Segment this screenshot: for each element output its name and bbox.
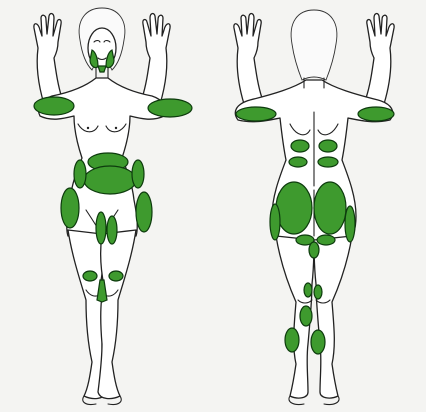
zone-back-love-handle-right [318, 157, 338, 167]
zone-front-flank-left [74, 160, 86, 188]
zone-back-calf-left [300, 306, 312, 326]
back-hair [291, 10, 337, 80]
zone-back-lower-back-left [291, 140, 309, 152]
zone-back-outer-thigh-left [270, 204, 280, 240]
zone-back-posterior-knee [309, 242, 319, 258]
back-right-arm [356, 14, 394, 104]
zone-front-inner-thigh-right [107, 216, 117, 244]
zone-front-upper-arm-right [148, 99, 192, 117]
zone-back-calf-upper-left [304, 283, 312, 297]
zone-back-banana-roll-right [317, 235, 335, 245]
zone-back-outer-thigh-right [345, 206, 355, 242]
zone-back-upper-arm-right [358, 107, 394, 121]
zone-back-calf-right [311, 330, 325, 354]
back-right-leg [314, 236, 352, 398]
front-left-arm [34, 14, 72, 104]
zone-back-calf-upper-right [314, 285, 322, 299]
back-left-arm [234, 14, 272, 104]
zone-front-knee-left [83, 271, 97, 281]
zone-front-abdomen [84, 166, 136, 194]
zone-front-inner-thigh-left [96, 212, 106, 244]
zone-back-calf-lower-left [285, 328, 299, 352]
zone-front-flank-right [132, 160, 144, 188]
front-right-leg [98, 230, 136, 399]
zone-back-buttock-left [276, 182, 312, 234]
front-right-arm [132, 14, 170, 104]
zone-front-upper-arm-left [34, 97, 74, 115]
zone-back-upper-arm-left [236, 107, 276, 121]
zone-front-outer-thigh-left [61, 188, 79, 228]
zone-back-love-handle-left [289, 157, 307, 167]
zone-back-lower-back-right [319, 140, 337, 152]
zone-front-knee-right [109, 271, 123, 281]
zone-front-outer-thigh-right [136, 192, 152, 232]
zone-back-buttock-right [314, 182, 346, 234]
